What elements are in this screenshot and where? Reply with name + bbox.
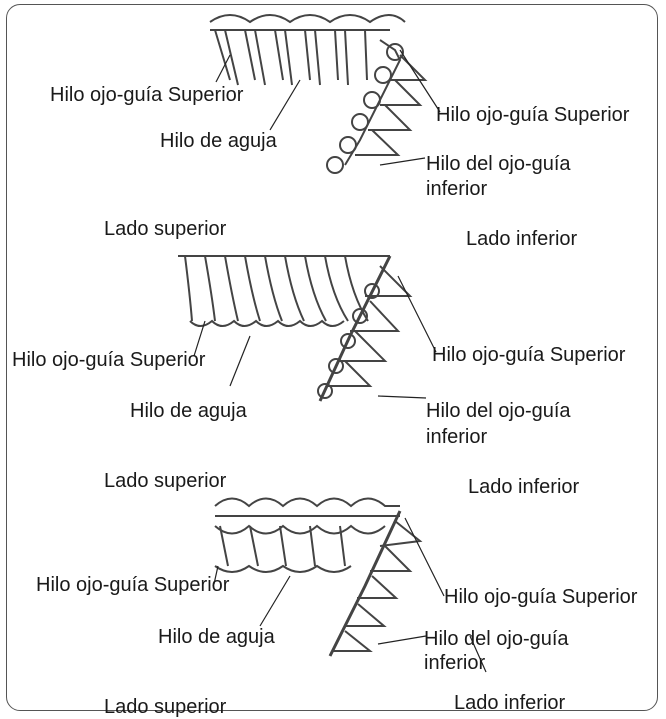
label-bottom-side: Lado inferior (454, 692, 565, 714)
label-top-side: Lado superior (104, 696, 226, 718)
label-upper-looper-left: Hilo ojo-guía Superior (50, 84, 243, 106)
label-needle-thread: Hilo de aguja (130, 400, 247, 422)
label-needle-thread: Hilo de aguja (158, 626, 275, 648)
label-needle-thread: Hilo de aguja (160, 130, 277, 152)
label-upper-looper-right: Hilo ojo-guía Superior (436, 104, 629, 126)
label-lower-looper-line2: inferior (424, 652, 485, 674)
label-lower-looper-line2: inferior (426, 178, 487, 200)
label-lower-looper-line1: Hilo del ojo-guía (426, 400, 571, 422)
stitch-panel-3: Hilo ojo-guía Superior Hilo de aguja Hil… (0, 486, 666, 719)
stitch-panel-1: Hilo ojo-guía Superior Hilo de aguja Hil… (0, 0, 666, 250)
label-upper-looper-left: Hilo ojo-guía Superior (12, 349, 205, 371)
label-lower-looper-line2: inferior (426, 426, 487, 448)
label-lower-looper-line1: Hilo del ojo-guía (424, 628, 569, 650)
label-lower-looper-line1: Hilo del ojo-guía (426, 153, 571, 175)
label-upper-looper-right: Hilo ojo-guía Superior (444, 586, 637, 608)
label-upper-looper-right: Hilo ojo-guía Superior (432, 344, 625, 366)
label-upper-looper-left: Hilo ojo-guía Superior (36, 574, 229, 596)
stitch-panel-2: Hilo ojo-guía Superior Hilo de aguja Hil… (0, 236, 666, 486)
